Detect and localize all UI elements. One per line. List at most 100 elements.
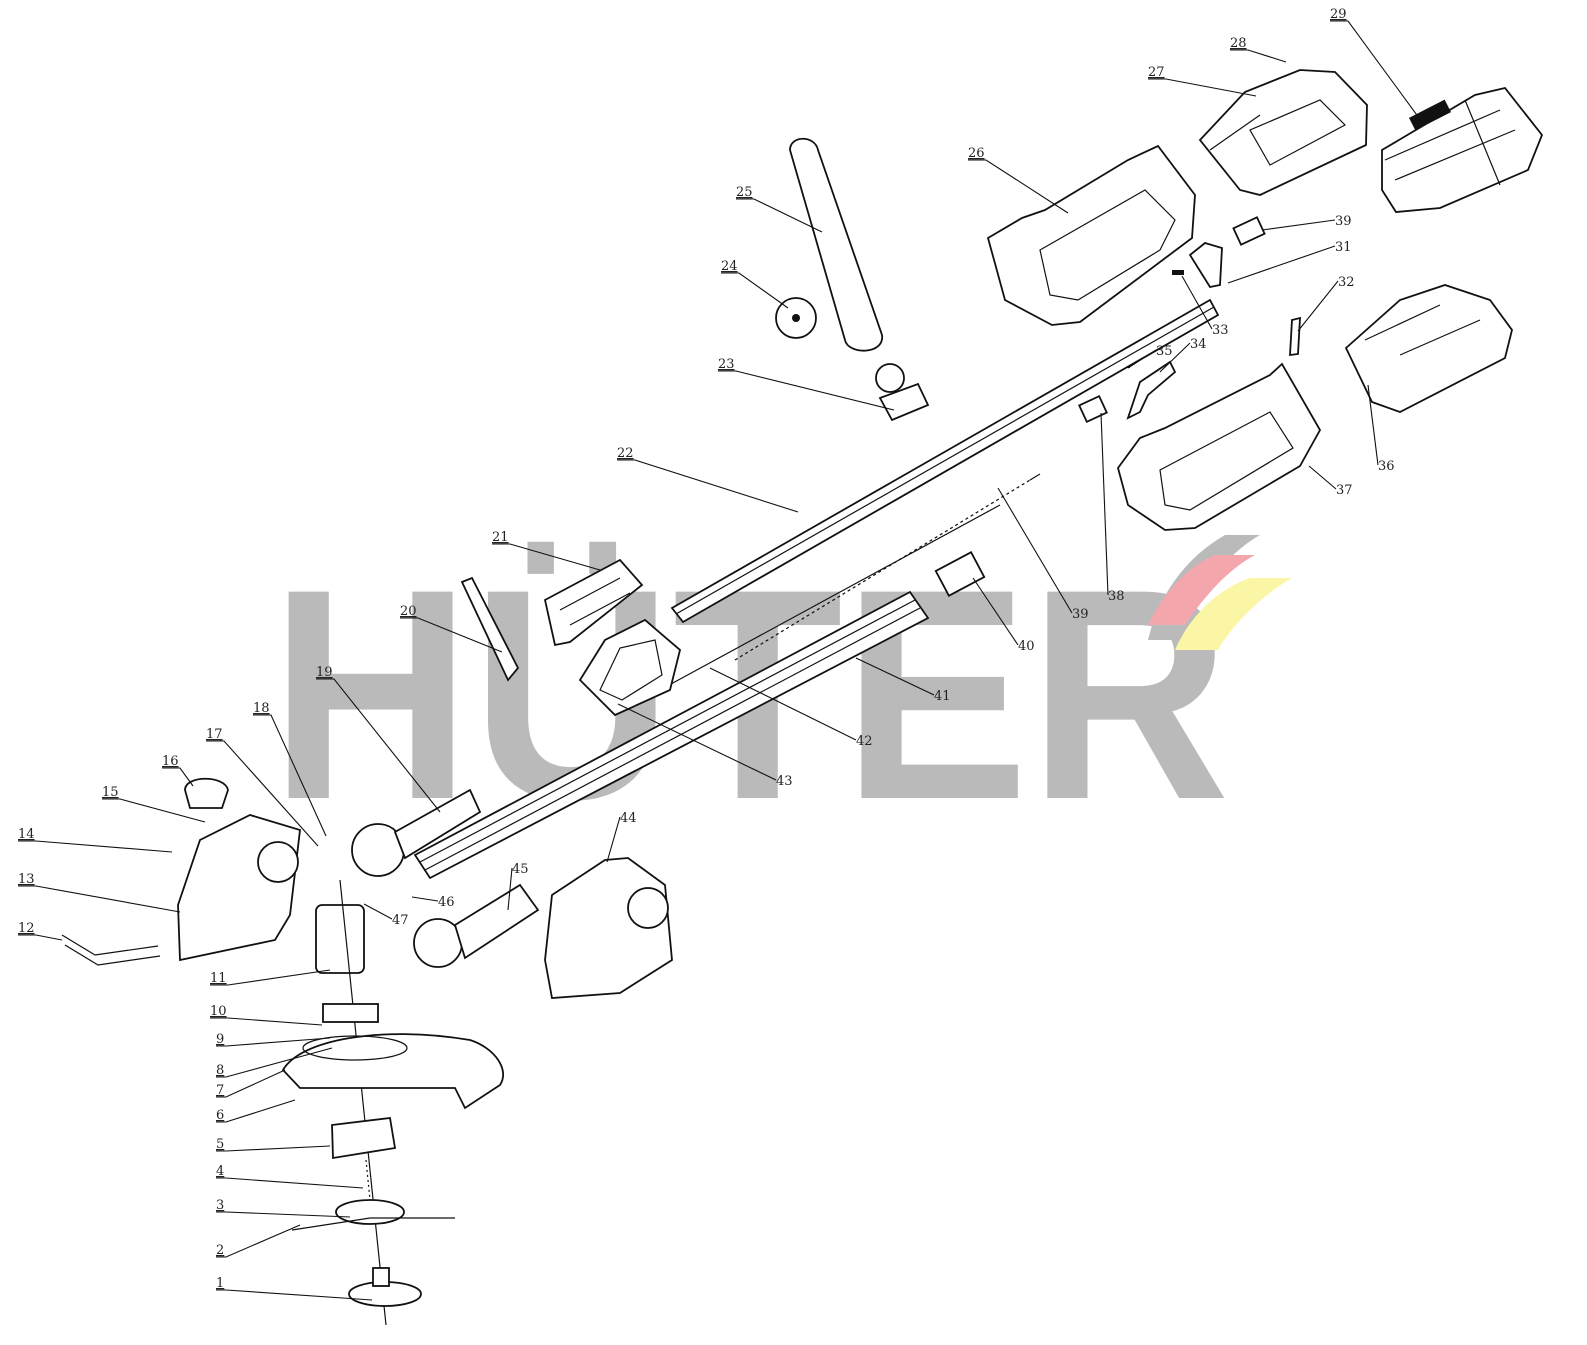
callout-17: 17 [206,727,319,847]
motor-housing-half-left [351,788,482,877]
leader-line [721,272,789,309]
callout-47: 47 [363,903,409,928]
motor [315,879,387,1326]
callout-20: 20 [400,604,503,653]
callout-43: 43 [617,703,793,789]
callout-32: 32 [1297,275,1355,332]
part-number-label: 42 [856,734,873,749]
part-number-label: 36 [1378,459,1395,474]
part-number-label: 44 [620,811,637,826]
callout-22: 22 [617,446,799,513]
callout-28: 28 [1230,36,1287,63]
part-number-label: 4 [216,1164,224,1179]
part-number-label: 35 [1156,344,1173,359]
leader-line [606,816,621,863]
leader-line [162,767,194,787]
leader-line [1159,342,1191,373]
leader-line [216,1069,286,1098]
battery-pack [1381,86,1544,213]
watermark-logo [1148,535,1292,650]
leader-line [216,1099,296,1123]
motor-housing [177,777,301,962]
part-number-label: 45 [512,862,529,877]
mounting-plate [322,1003,379,1023]
part-number-label: 28 [1230,36,1247,51]
leader-line [972,577,1019,646]
leader-line [492,543,601,571]
part-number-label: 39 [1335,214,1352,229]
callout-25: 25 [736,185,823,233]
lower-shaft-tube [413,590,930,880]
adjust-lever [460,576,520,682]
leader-line [617,459,799,513]
part-number-label: 23 [718,357,735,372]
leader-line [1261,219,1336,231]
leader-line [997,487,1073,614]
callout-6: 6 [216,1099,296,1123]
callout-11: 11 [210,969,331,986]
part-number-label: 21 [492,530,509,545]
grass-guard [281,1033,505,1110]
callout-10: 10 [210,1004,323,1026]
battery-cover [1344,284,1513,413]
coiled-cable [659,473,1041,691]
callout-31: 31 [1227,240,1352,284]
leader-line [1100,412,1109,596]
part-number-label: 31 [1335,240,1352,255]
leader-line [411,896,439,902]
leader-line [1127,349,1157,369]
callout-8: 8 [216,1047,333,1078]
lower-handle-housing [1117,362,1322,531]
part-number-label: 27 [1148,65,1165,80]
part-number-label: 10 [210,1004,227,1019]
shaft-collar [578,618,682,717]
callout-4: 4 [216,1164,364,1189]
part-number-label: 5 [216,1137,224,1152]
leader-line [1148,78,1257,97]
leader-line [216,1211,351,1218]
callout-45: 45 [507,862,529,911]
leader-line [855,657,935,696]
part-number-label: 24 [721,259,738,274]
callout-21: 21 [492,530,601,571]
leader-line [210,1017,323,1026]
callout-9: 9 [216,1032,331,1047]
switch-parts [1078,216,1301,424]
callout-36: 36 [1367,384,1395,474]
callout-2: 2 [216,1224,301,1258]
callout-37: 37 [1308,465,1353,498]
shaft-clamp [543,558,644,647]
callout-41: 41 [855,657,951,704]
callout-15: 15 [102,785,206,823]
part-number-label: 25 [736,185,753,200]
callout-18: 18 [253,701,327,837]
leader-line [1181,275,1213,330]
part-number-label: 33 [1212,323,1229,338]
callout-38: 38 [1100,412,1125,604]
callout-42: 42 [709,667,873,749]
leader-line [400,617,503,653]
leader-line [206,740,319,847]
auxiliary-handle [775,137,930,422]
part-number-label: 47 [392,913,409,928]
leader-line [216,1289,373,1301]
leader-line [216,1047,333,1078]
part-number-label: 37 [1336,483,1353,498]
callout-23: 23 [718,357,895,411]
part-number-label: 34 [1190,337,1207,352]
callout-13: 13 [18,872,181,913]
shaft-connector [934,551,986,597]
callout-44: 44 [606,811,637,863]
leader-line [1227,245,1336,284]
part-number-label: 14 [18,827,35,842]
callout-16: 16 [162,754,194,787]
handle-housing-half [986,144,1196,326]
leader-line [18,885,181,913]
part-number-label: 19 [316,665,333,680]
part-number-label: 2 [216,1243,224,1258]
part-number-label: 11 [210,971,227,986]
part-number-label: 20 [400,604,417,619]
callout-19: 19 [316,665,441,813]
part-number-label: 43 [776,774,793,789]
